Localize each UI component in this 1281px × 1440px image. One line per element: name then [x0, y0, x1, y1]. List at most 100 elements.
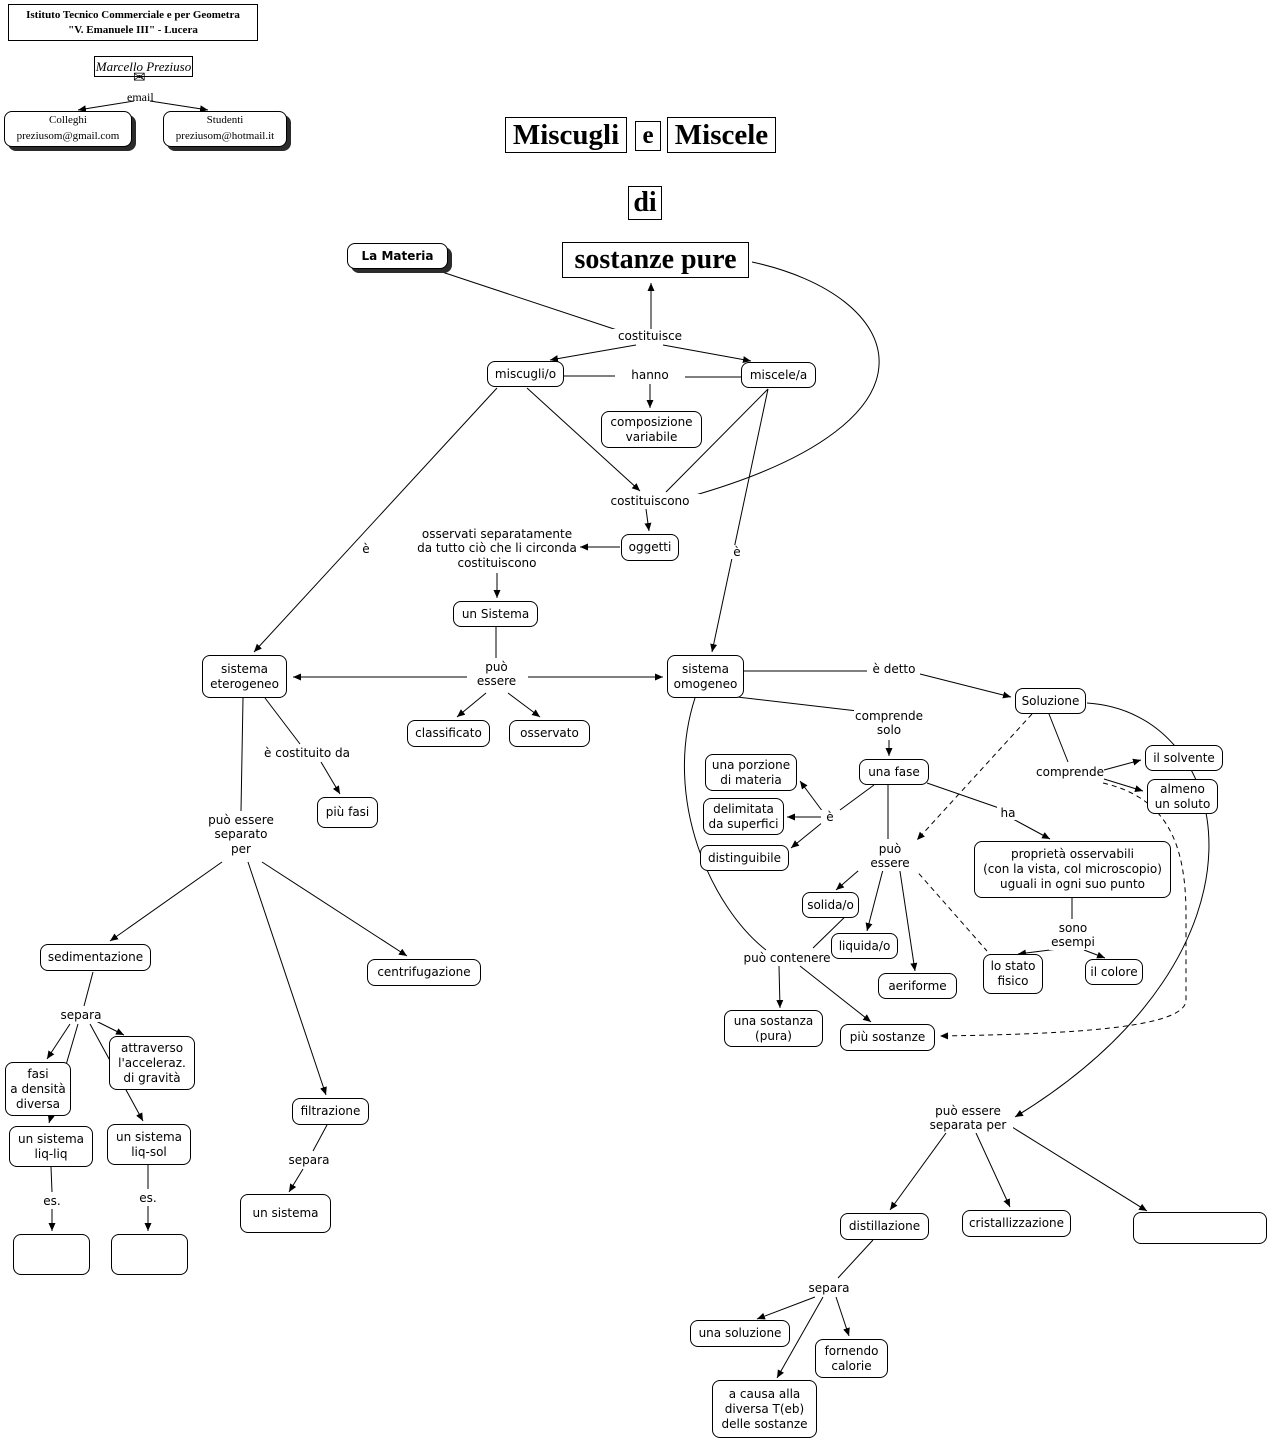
edge-soluzione-separata-curva [1014, 702, 1210, 1118]
edge-miscugli-costituiscono [526, 387, 641, 492]
node-oggetti[interactable]: oggetti [621, 534, 679, 561]
title-conjunction-e: e [635, 121, 661, 151]
edge-soluzione-comprende [1048, 713, 1069, 763]
node-centrifugazione[interactable]: centrifugazione [367, 959, 481, 986]
node-aeriforme[interactable]: aeriforme [878, 973, 957, 999]
link-comprende: comprende [1036, 765, 1104, 780]
node-una-soluzione[interactable]: una soluzione [690, 1320, 790, 1347]
node-il-solvente[interactable]: il solvente [1145, 745, 1223, 771]
title-sostanze-pure: sostanze pure [562, 242, 749, 278]
node-il-colore[interactable]: il colore [1085, 959, 1143, 985]
node-cristallizzazione[interactable]: cristallizzazione [962, 1210, 1071, 1237]
edge-puo-essere-osservato [507, 692, 541, 718]
node-una-sostanza-pura[interactable]: una sostanza (pura) [724, 1010, 823, 1047]
node-fasi-a-densita-diversa[interactable]: fasi a densità diversa [5, 1062, 71, 1116]
node-piu-sostanze[interactable]: più sostanze [840, 1024, 935, 1051]
node-fornendo-calorie[interactable]: fornendo calorie [815, 1339, 888, 1378]
node-almeno-un-soluto[interactable]: almeno un soluto [1147, 779, 1218, 814]
node-una-fase[interactable]: una fase [859, 759, 929, 785]
node-miscele[interactable]: miscele/a [741, 362, 816, 388]
link-puo-essere-2: può essere [858, 842, 922, 871]
edge-separa-una-soluzione [756, 1296, 816, 1320]
link-comprende-solo: comprende solo [854, 709, 924, 738]
edge-puo-essere2-aeriforme [897, 857, 918, 972]
node-un-sistema-2[interactable]: un sistema [240, 1194, 331, 1233]
node-a-causa-diversa-teb[interactable]: a causa alla diversa T(eb) delle sostanz… [712, 1380, 817, 1438]
link-osservati-separatamente: osservati separatamente da tutto ciò che… [417, 527, 577, 571]
node-una-porzione-di-materia[interactable]: una porzione di materia [705, 754, 797, 791]
edge-filtrazione-separa [312, 1124, 328, 1152]
node-liquida[interactable]: liquida/o [831, 933, 898, 959]
link-separa-3: separa [806, 1281, 852, 1296]
node-piu-fasi[interactable]: più fasi [317, 797, 378, 828]
edge-separa-fornendo [835, 1296, 850, 1337]
edge-distillazione-separa [837, 1239, 874, 1279]
node-un-sistema[interactable]: un Sistema [453, 601, 538, 627]
edge-miscele-costituiscono [665, 388, 769, 493]
edge-la-materia-costituisce [432, 268, 621, 332]
edge-separa-attraverso [95, 1020, 125, 1036]
edge-soluzione-puo-essere2-dash [916, 713, 1033, 841]
edge-eterogeneo-e-costituito [264, 697, 301, 745]
node-proprieta-osservabili[interactable]: proprietà osservabili (con la vista, col… [974, 841, 1171, 898]
node-lo-stato-fisico[interactable]: lo stato fisico [983, 954, 1043, 994]
author-name-box[interactable]: Marcello Preziuso [94, 56, 193, 77]
institute-line1: Istituto Tecnico Commerciale e per Geome… [26, 8, 240, 21]
node-empty-3[interactable] [1133, 1212, 1267, 1244]
node-classificato[interactable]: classificato [407, 720, 490, 747]
edge-puo-essere2-stato-fisico-dash [906, 859, 988, 952]
edge-sedimentazione-separa [83, 971, 94, 1007]
node-sistema-omogeneo[interactable]: sistema omogeneo [667, 655, 744, 698]
node-osservato[interactable]: osservato [509, 720, 590, 747]
node-attraverso-acceleraz[interactable]: attraverso l'acceleraz. di gravità [109, 1036, 195, 1090]
node-la-materia[interactable]: La Materia [347, 243, 448, 269]
node-delimitata-da-superfici[interactable]: delimitata da superfici [703, 798, 784, 835]
node-composizione-variabile[interactable]: composizione variabile [601, 411, 702, 448]
edge-omogeneo-comprende-solo [736, 696, 867, 713]
link-ha: ha [997, 806, 1019, 821]
node-soluzione[interactable]: Soluzione [1015, 688, 1086, 714]
edge-miscugli-e-eterogeneo [253, 387, 498, 653]
node-distinguibile[interactable]: distinguibile [700, 845, 789, 871]
edge-omogeneo-puo-contenere [683, 697, 767, 951]
node-filtrazione[interactable]: filtrazione [292, 1098, 369, 1125]
node-solida[interactable]: solida/o [802, 892, 859, 918]
link-es-2: es. [136, 1191, 160, 1206]
edge-email-studenti [149, 100, 209, 113]
link-hanno: hanno [615, 368, 685, 383]
studenti-card[interactable]: Studenti preziusom@hotmail.it [163, 111, 287, 147]
link-e-right: è [727, 545, 747, 560]
edge-e-costituito-piu-fasi [320, 761, 341, 795]
edge-puo-contenere-piu-sostanze [799, 965, 872, 1023]
node-empty-2[interactable] [111, 1234, 188, 1275]
link-puo-essere-separata-per: può essere separata per [923, 1104, 1013, 1133]
edge-costituiscono-oggetti [644, 508, 652, 532]
edge-e-detto-soluzione [919, 673, 1012, 699]
node-miscugli[interactable]: miscugli/o [487, 361, 564, 387]
institute-line2: "V. Emanuele III" - Lucera [68, 23, 198, 36]
edge-sostanze-pure-curva [691, 261, 880, 497]
node-distillazione[interactable]: distillazione [840, 1213, 929, 1240]
node-un-sistema-liq-sol[interactable]: un sistema liq-sol [107, 1124, 191, 1165]
link-puo-essere-separato-per: può essere separato per [203, 813, 279, 857]
node-empty-1[interactable] [13, 1234, 90, 1275]
title-di: di [628, 186, 662, 220]
email-icon[interactable]: ✉ [133, 68, 146, 86]
link-puo-essere-1: può essere [469, 660, 524, 689]
colleghi-email[interactable]: preziusom@gmail.com [16, 130, 120, 142]
edge-separa-un-sistema-2 [288, 1168, 304, 1193]
edge-separato-filtrazione [247, 861, 327, 1096]
studenti-email[interactable]: preziusom@hotmail.it [175, 130, 275, 142]
colleghi-card[interactable]: Colleghi preziusom@gmail.com [4, 111, 132, 147]
node-un-sistema-liq-liq[interactable]: un sistema liq-liq [9, 1126, 93, 1167]
link-e-costituito-da: è costituito da [261, 746, 353, 761]
studenti-title: Studenti [206, 114, 244, 127]
node-sedimentazione[interactable]: sedimentazione [40, 944, 151, 971]
author-name: Marcello Preziuso [95, 58, 192, 74]
link-sono-esempi: sono esempi [1049, 921, 1097, 950]
edge-comprende-il-solvente [1103, 758, 1142, 771]
edge-ha-proprieta [1012, 818, 1051, 840]
node-sistema-eterogeneo[interactable]: sistema eterogeneo [202, 655, 287, 698]
